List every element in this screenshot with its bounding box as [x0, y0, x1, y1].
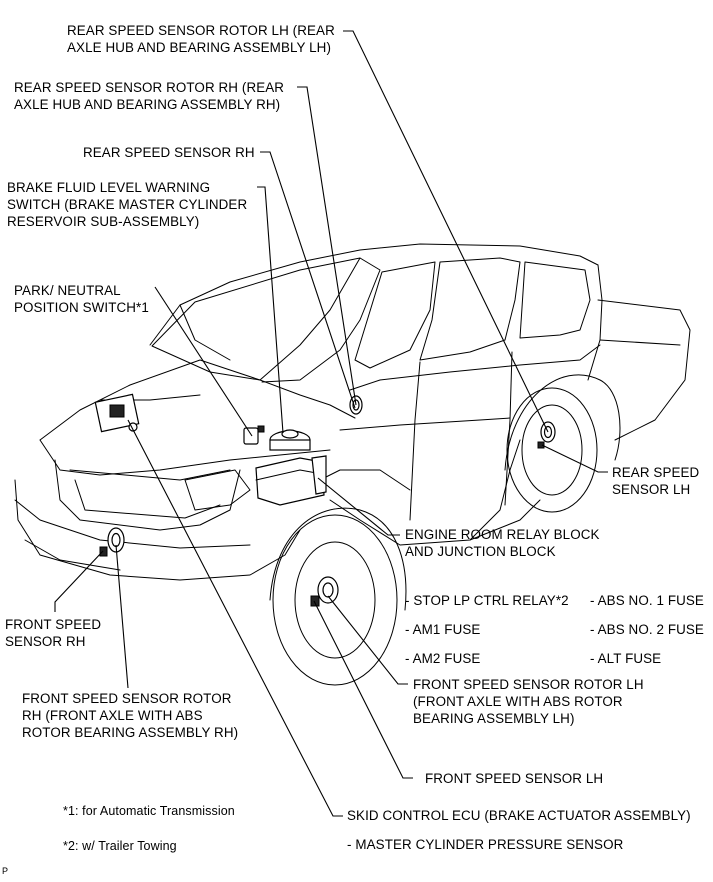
leader-brake-fluid — [257, 186, 284, 434]
label-brake-fluid-switch: BRAKE FLUID LEVEL WARNING SWITCH (BRAKE … — [7, 180, 248, 229]
leader-rear-rotor-rh — [297, 86, 357, 406]
relay-block-part — [255, 455, 327, 506]
leader-front-sensor-rh — [54, 550, 104, 612]
rear-rotor-lh-part — [537, 421, 556, 449]
relay-items-right: - ABS NO. 1 FUSE - ABS NO. 2 FUSE - ALT … — [590, 593, 704, 666]
label-rear-rotor-rh: REAR SPEED SENSOR ROTOR RH (REAR AXLE HU… — [14, 80, 285, 112]
leader-park-neutral — [154, 286, 253, 437]
label-skid-control-ecu: SKID CONTROL ECU (BRAKE ACTUATOR ASSEMBL… — [347, 808, 691, 823]
label-front-sensor-lh: FRONT SPEED SENSOR LH — [425, 771, 604, 786]
leader-front-sensor-lh — [313, 600, 413, 779]
leader-skid-ecu — [127, 419, 343, 817]
leader-front-rotor-rh — [115, 544, 129, 689]
label-park-neutral-switch: PARK/ NEUTRAL POSITION SWITCH*1 — [14, 283, 149, 315]
front-rotor-rh-part — [99, 527, 125, 557]
truck-outline — [14, 243, 691, 686]
label-front-rotor-lh: FRONT SPEED SENSOR ROTOR LH (FRONT AXLE … — [413, 677, 644, 726]
corner-mark: P — [2, 866, 9, 876]
leader-rear-rotor-lh — [343, 30, 549, 433]
park-neutral-switch-part — [243, 425, 265, 445]
label-rear-sensor-lh: REAR SPEED SENSOR LH — [612, 465, 700, 497]
leader-front-rotor-lh — [327, 595, 408, 685]
label-relay-block: ENGINE ROOM RELAY BLOCK AND JUNCTION BLO… — [405, 527, 600, 559]
leader-rear-sensor-lh — [541, 444, 608, 473]
brake-fluid-reservoir-part — [269, 429, 311, 451]
relay-items-left: - STOP LP CTRL RELAY*2 - AM1 FUSE - AM2 … — [405, 593, 569, 666]
footnote-1: *1: for Automatic Transmission — [63, 804, 235, 818]
label-front-rotor-rh: FRONT SPEED SENSOR ROTOR RH (FRONT AXLE … — [22, 691, 239, 740]
leader-relay-block — [317, 477, 400, 536]
front-rotor-lh-part — [310, 576, 339, 607]
leader-lines — [54, 30, 608, 817]
leader-rear-sensor-rh — [260, 151, 356, 409]
label-rear-rotor-lh: REAR SPEED SENSOR ROTOR LH (REAR AXLE HU… — [67, 23, 335, 55]
label-front-sensor-rh: FRONT SPEED SENSOR RH — [5, 617, 102, 649]
footnote-2: *2: w/ Trailer Towing — [63, 839, 177, 853]
label-master-cylinder-sensor: - MASTER CYLINDER PRESSURE SENSOR — [347, 837, 624, 852]
label-rear-sensor-rh: REAR SPEED SENSOR RH — [83, 145, 255, 160]
